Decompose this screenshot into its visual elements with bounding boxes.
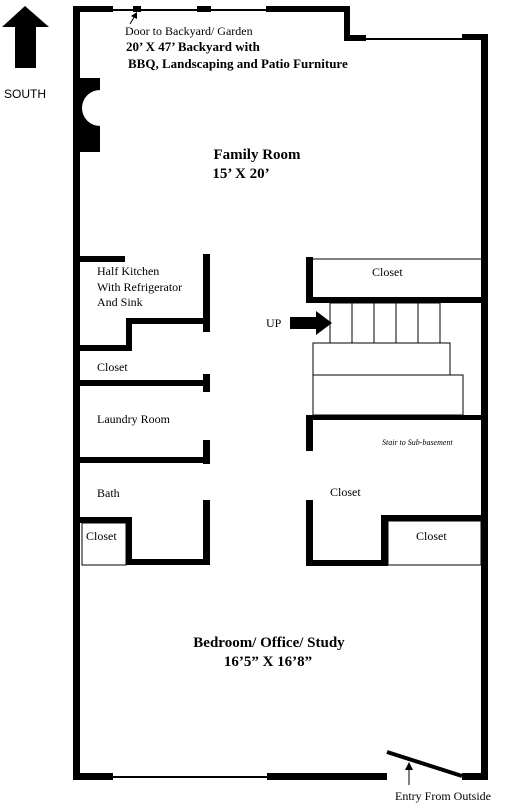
north-up-arrow-icon: [2, 6, 49, 68]
up-arrow-icon: [290, 311, 332, 335]
bedroom-name: Bedroom/ Office/ Study: [193, 635, 345, 651]
family-room-size: 15’ X 20’: [212, 166, 269, 182]
south-label: SOUTH: [4, 87, 46, 101]
fireplace: [80, 78, 100, 152]
kitchen-line3: And Sink: [97, 295, 143, 309]
kitchen-line2: With Refrigerator: [97, 280, 182, 294]
laundry-label: Laundry Room: [97, 412, 171, 426]
family-room-name: Family Room: [213, 147, 301, 163]
closet-top-right-label: Closet: [372, 265, 403, 279]
backyard-door-arrow-icon: [131, 12, 137, 19]
closet-bath-label: Closet: [86, 529, 117, 543]
entry-door: [386, 750, 463, 778]
bath-label: Bath: [97, 486, 120, 500]
kitchen-line1: Half Kitchen: [97, 264, 159, 278]
up-label: UP: [266, 316, 282, 330]
backyard-line1: 20’ X 47’ Backyard with: [126, 39, 261, 54]
right-interior-walls: [306, 257, 481, 566]
bath-closet-outline: [81, 522, 127, 566]
entry-label: Entry From Outside: [395, 789, 491, 803]
closet-center-label: Closet: [330, 485, 361, 499]
left-interior-walls: [80, 254, 210, 565]
bedroom-size: 16’5” X 16’8”: [224, 654, 312, 670]
closet-right-label: Closet: [416, 529, 447, 543]
entry-arrow-icon: [405, 762, 413, 770]
stair-outlines: [312, 258, 482, 566]
backyard-door-label: Door to Backyard/ Garden: [125, 24, 253, 38]
exterior-walls: [73, 6, 488, 780]
closet-kitchen-label: Closet: [97, 360, 128, 374]
backyard-line2: BBQ, Landscaping and Patio Furniture: [128, 56, 348, 71]
stair-note: Stair to Sub-basement: [382, 438, 453, 447]
